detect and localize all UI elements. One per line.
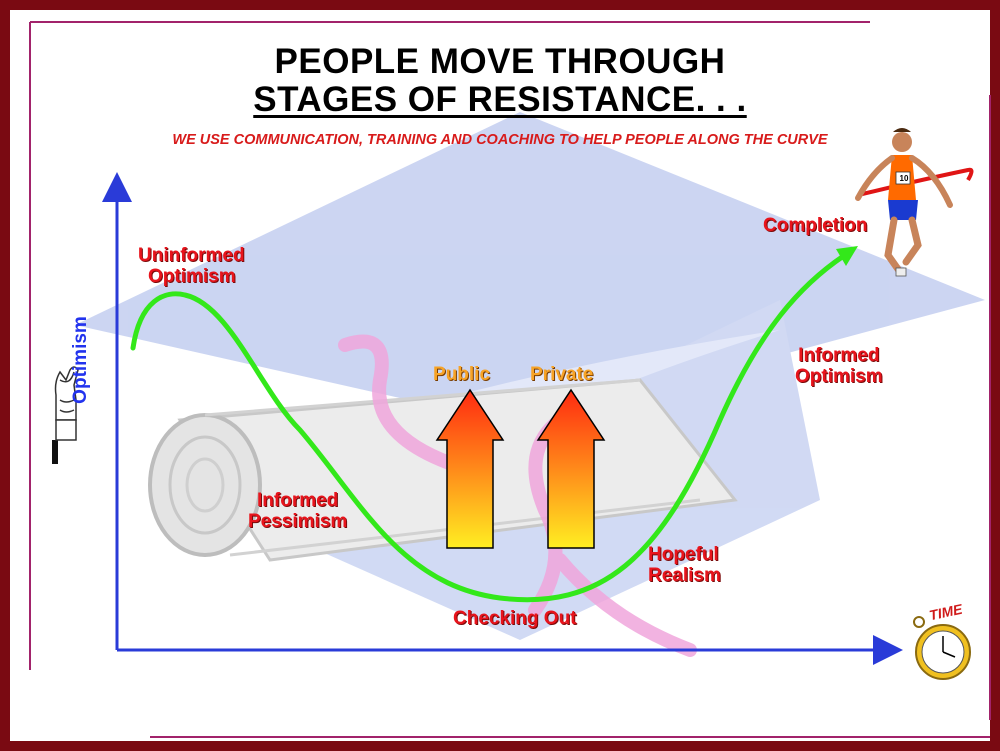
stage-informed-optimism-line2: Optimism: [795, 366, 883, 387]
stage-hopeful-realism-line2: Realism: [648, 565, 721, 586]
stage-informed-optimism-line1: Informed: [798, 345, 880, 366]
private-arrow: [536, 388, 606, 549]
change-curve: [130, 252, 848, 603]
stage-informed-optimism: Informed Optimism: [795, 345, 883, 387]
title-line-2-text: STAGES OF RESISTANCE. . .: [253, 80, 747, 119]
stage-uninformed-optimism-line2: Optimism: [148, 266, 236, 287]
ribbon-watermark: [338, 334, 697, 657]
stage-completion: Completion: [763, 215, 868, 236]
title-line-2: STAGES OF RESISTANCE. . .: [0, 80, 1000, 120]
stage-uninformed-optimism: Uninformed Optimism: [138, 245, 245, 287]
y-axis-label: Optimism: [70, 316, 91, 404]
runner-finish-line-icon: [855, 128, 974, 277]
curve-arrowhead: [836, 246, 858, 266]
stage-informed-pessimism-line1: Informed: [257, 490, 339, 511]
stage-hopeful-realism-line1: Hopeful: [648, 544, 719, 565]
stage-hopeful-realism: Hopeful Realism: [648, 544, 721, 586]
subtitle: WE USE COMMUNICATION, TRAINING AND COACH…: [172, 132, 828, 148]
stage-uninformed-optimism-line1: Uninformed: [138, 245, 245, 266]
stage-informed-pessimism: Informed Pessimism: [248, 490, 347, 532]
public-label: Public: [433, 364, 491, 385]
runner-bib-number: 10: [899, 174, 909, 183]
stopwatch-icon: [913, 616, 971, 680]
stage-informed-pessimism-line2: Pessimism: [248, 511, 348, 532]
public-arrow: [435, 388, 505, 549]
private-label: Private: [530, 364, 594, 385]
stage-checking-out: Checking Out: [453, 608, 577, 629]
crossed-fingers-icon: [52, 366, 79, 464]
title-line-1: PEOPLE MOVE THROUGH: [274, 42, 726, 81]
